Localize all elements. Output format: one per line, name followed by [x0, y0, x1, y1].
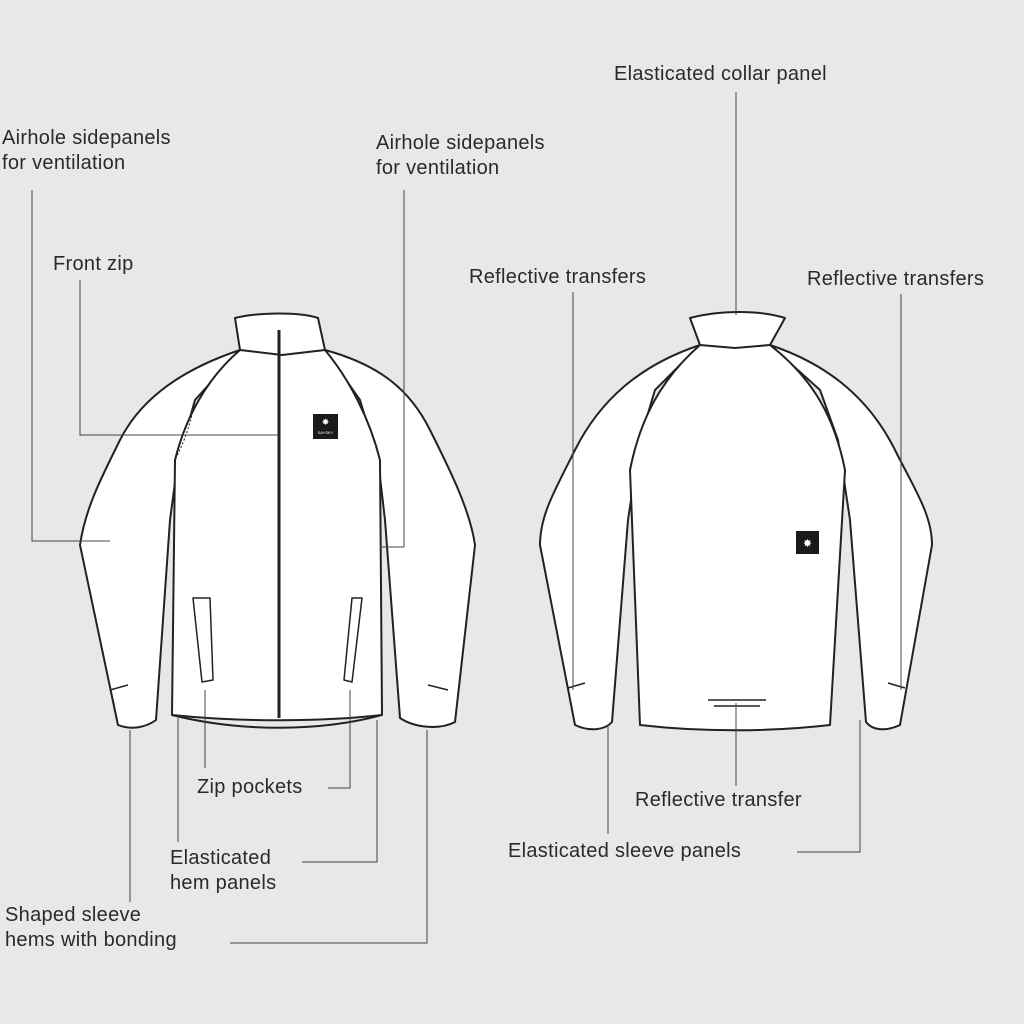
back-body [629, 344, 846, 732]
svg-text:SAYSKY: SAYSKY [318, 430, 334, 435]
back-jacket [539, 311, 933, 732]
label-line: hem panels [170, 872, 277, 894]
label-reflective-right: Reflective transfers [807, 268, 985, 290]
svg-text:✸: ✸ [803, 538, 812, 550]
front-right-sleeve [324, 349, 476, 728]
label-line: hems with bonding [5, 929, 177, 951]
label-sleeve-panels: Elasticated sleeve panels [508, 840, 742, 862]
leader-lines [31, 92, 902, 944]
label-line: Airhole sidepanels [376, 132, 545, 154]
front-jacket [79, 312, 476, 729]
label-line: Shaped sleeve [5, 904, 142, 926]
label-reflective-back: Reflective transfer [635, 789, 802, 811]
front-body [171, 349, 383, 722]
label-line: for ventilation [376, 157, 500, 179]
front-logo [313, 414, 338, 439]
label-collar: Elasticated collar panel [614, 63, 827, 85]
label-line: Elasticated [170, 847, 272, 869]
back-collar [689, 311, 786, 349]
label-line: for ventilation [2, 152, 126, 174]
label-line: Airhole sidepanels [2, 127, 171, 149]
label-front-zip: Front zip [53, 253, 134, 275]
label-zip-pockets: Zip pockets [197, 776, 303, 798]
label-airhole-right: Airhole sidepanels for ventilation [376, 131, 545, 181]
back-left-sleeve [539, 344, 701, 731]
label-hem-panels: Elasticated hem panels [170, 846, 276, 896]
label-sleeve-hems: Shaped sleeve hems with bonding [5, 903, 177, 953]
back-logo [796, 531, 819, 554]
label-reflective-left: Reflective transfers [469, 266, 647, 288]
svg-text:✸: ✸ [322, 417, 330, 427]
front-left-sleeve [79, 349, 241, 729]
back-right-sleeve [769, 344, 933, 731]
label-airhole-left: Airhole sidepanels for ventilation [2, 126, 171, 176]
